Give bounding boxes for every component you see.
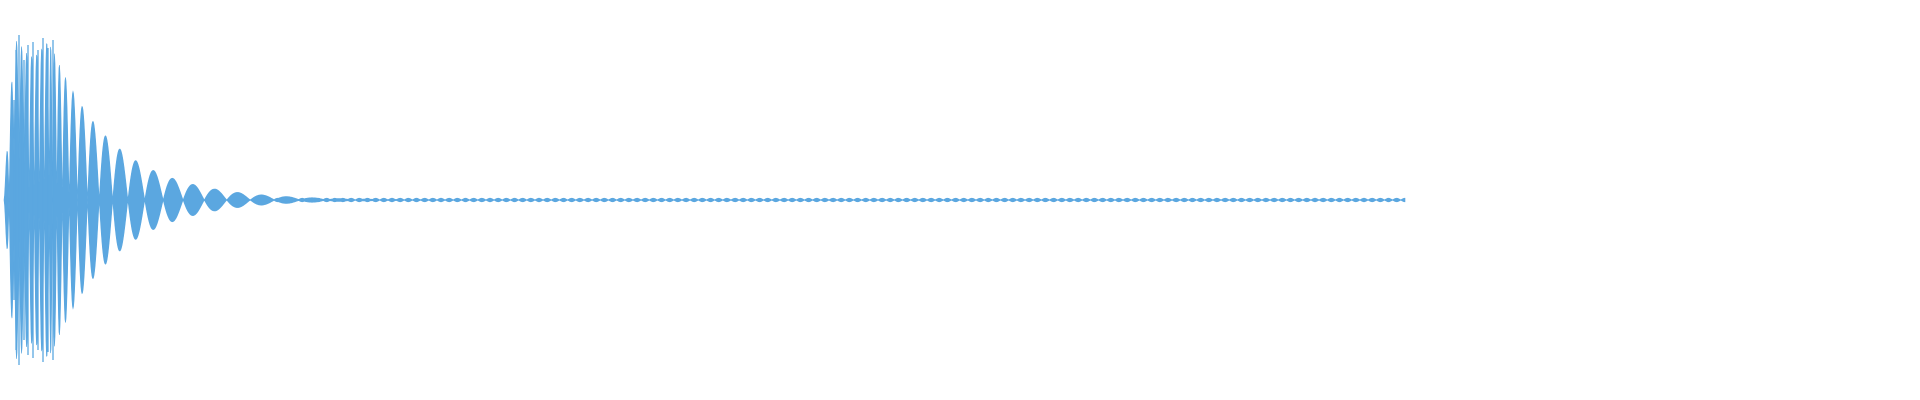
waveform-shape xyxy=(3,35,1406,365)
waveform-envelope xyxy=(3,41,1406,359)
